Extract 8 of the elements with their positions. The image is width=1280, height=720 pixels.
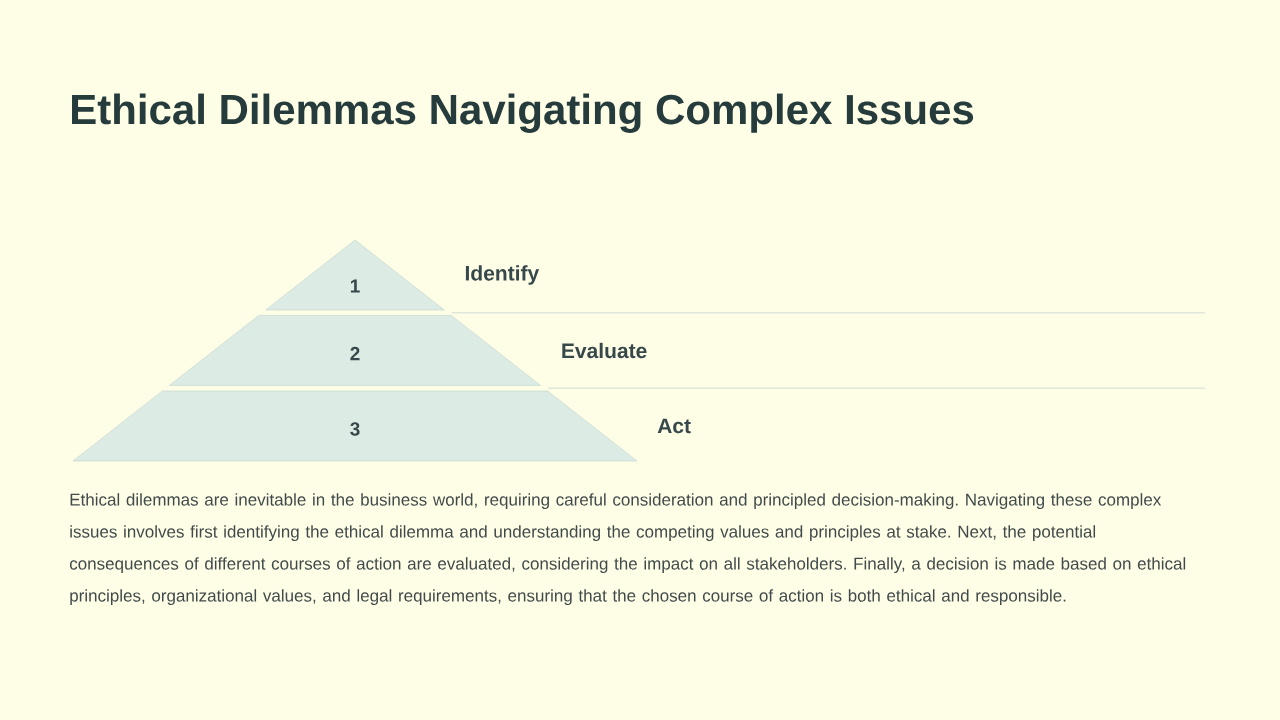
pyramid-tier: 1 [265, 239, 445, 311]
tier-label: Act [657, 418, 691, 434]
tier-label: Evaluate [562, 342, 647, 359]
tier-label: Identify [465, 265, 540, 285]
pyramid-tier: 3 [72, 390, 638, 462]
title: Ethical Dilemmas Navigating Complex Issues [72, 93, 974, 133]
paragraph: Ethical dilemmas are inevitable in the business world, requiring careful consideration and principled decision-making. Navigating these complex issues involves first identifying the ethical dilemma and understanding the competing values and principles at stake. Next, the potential consequences of different courses of action are evaluated, considering the impact on all stakeholders. Finally, a decision is made based on ethical principles, organizational values, and legal requirements, ensuring that the chosen course of action is both ethical and responsible. [69, 493, 1186, 606]
pyramid-tier: 2 [169, 315, 541, 386]
